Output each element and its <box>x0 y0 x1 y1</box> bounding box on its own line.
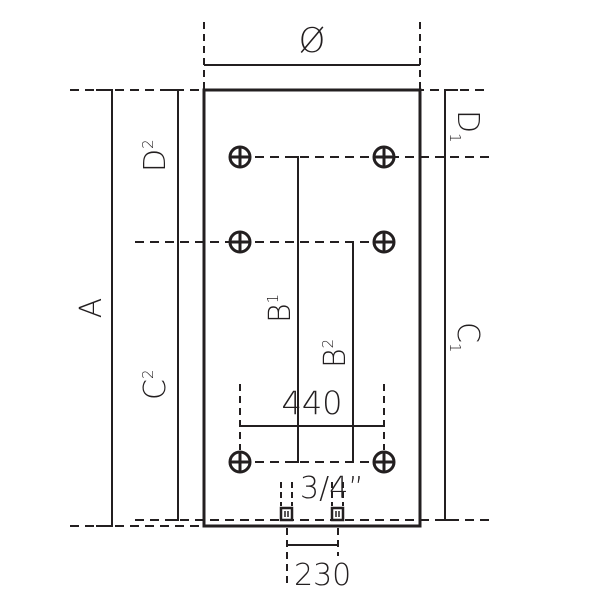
hole-icon <box>372 450 396 474</box>
pipe-connector-icon <box>330 482 345 522</box>
dimension-D1-label: D1 <box>446 110 485 143</box>
hole-icon <box>372 145 396 169</box>
width-440-label: 440 <box>281 384 342 422</box>
dimension-A-label: A <box>74 298 109 319</box>
dimension-D2-label: D2 <box>138 139 173 172</box>
diameter-label: Ø <box>299 21 326 61</box>
dimension-A-line <box>96 89 113 527</box>
dimension-D1-C1-line <box>444 89 458 521</box>
dimension-B1-label: B1 <box>263 294 298 323</box>
width-230-label: 230 <box>294 558 351 593</box>
dimension-B2-label: B2 <box>318 339 353 368</box>
pipe-connector-icon <box>279 482 294 522</box>
dimension-B1-line <box>290 156 299 463</box>
dimension-B2-line <box>345 241 354 463</box>
hole-icon <box>228 145 252 169</box>
hole-icon <box>228 230 252 254</box>
hole-icon <box>372 230 396 254</box>
connection-size-label: 3/4” <box>300 471 364 506</box>
dimension-C1-label: C1 <box>446 322 485 353</box>
hole-icon <box>228 450 252 474</box>
dimension-C2-label: C2 <box>138 370 173 401</box>
dimension-D2-C2-line <box>165 89 179 521</box>
